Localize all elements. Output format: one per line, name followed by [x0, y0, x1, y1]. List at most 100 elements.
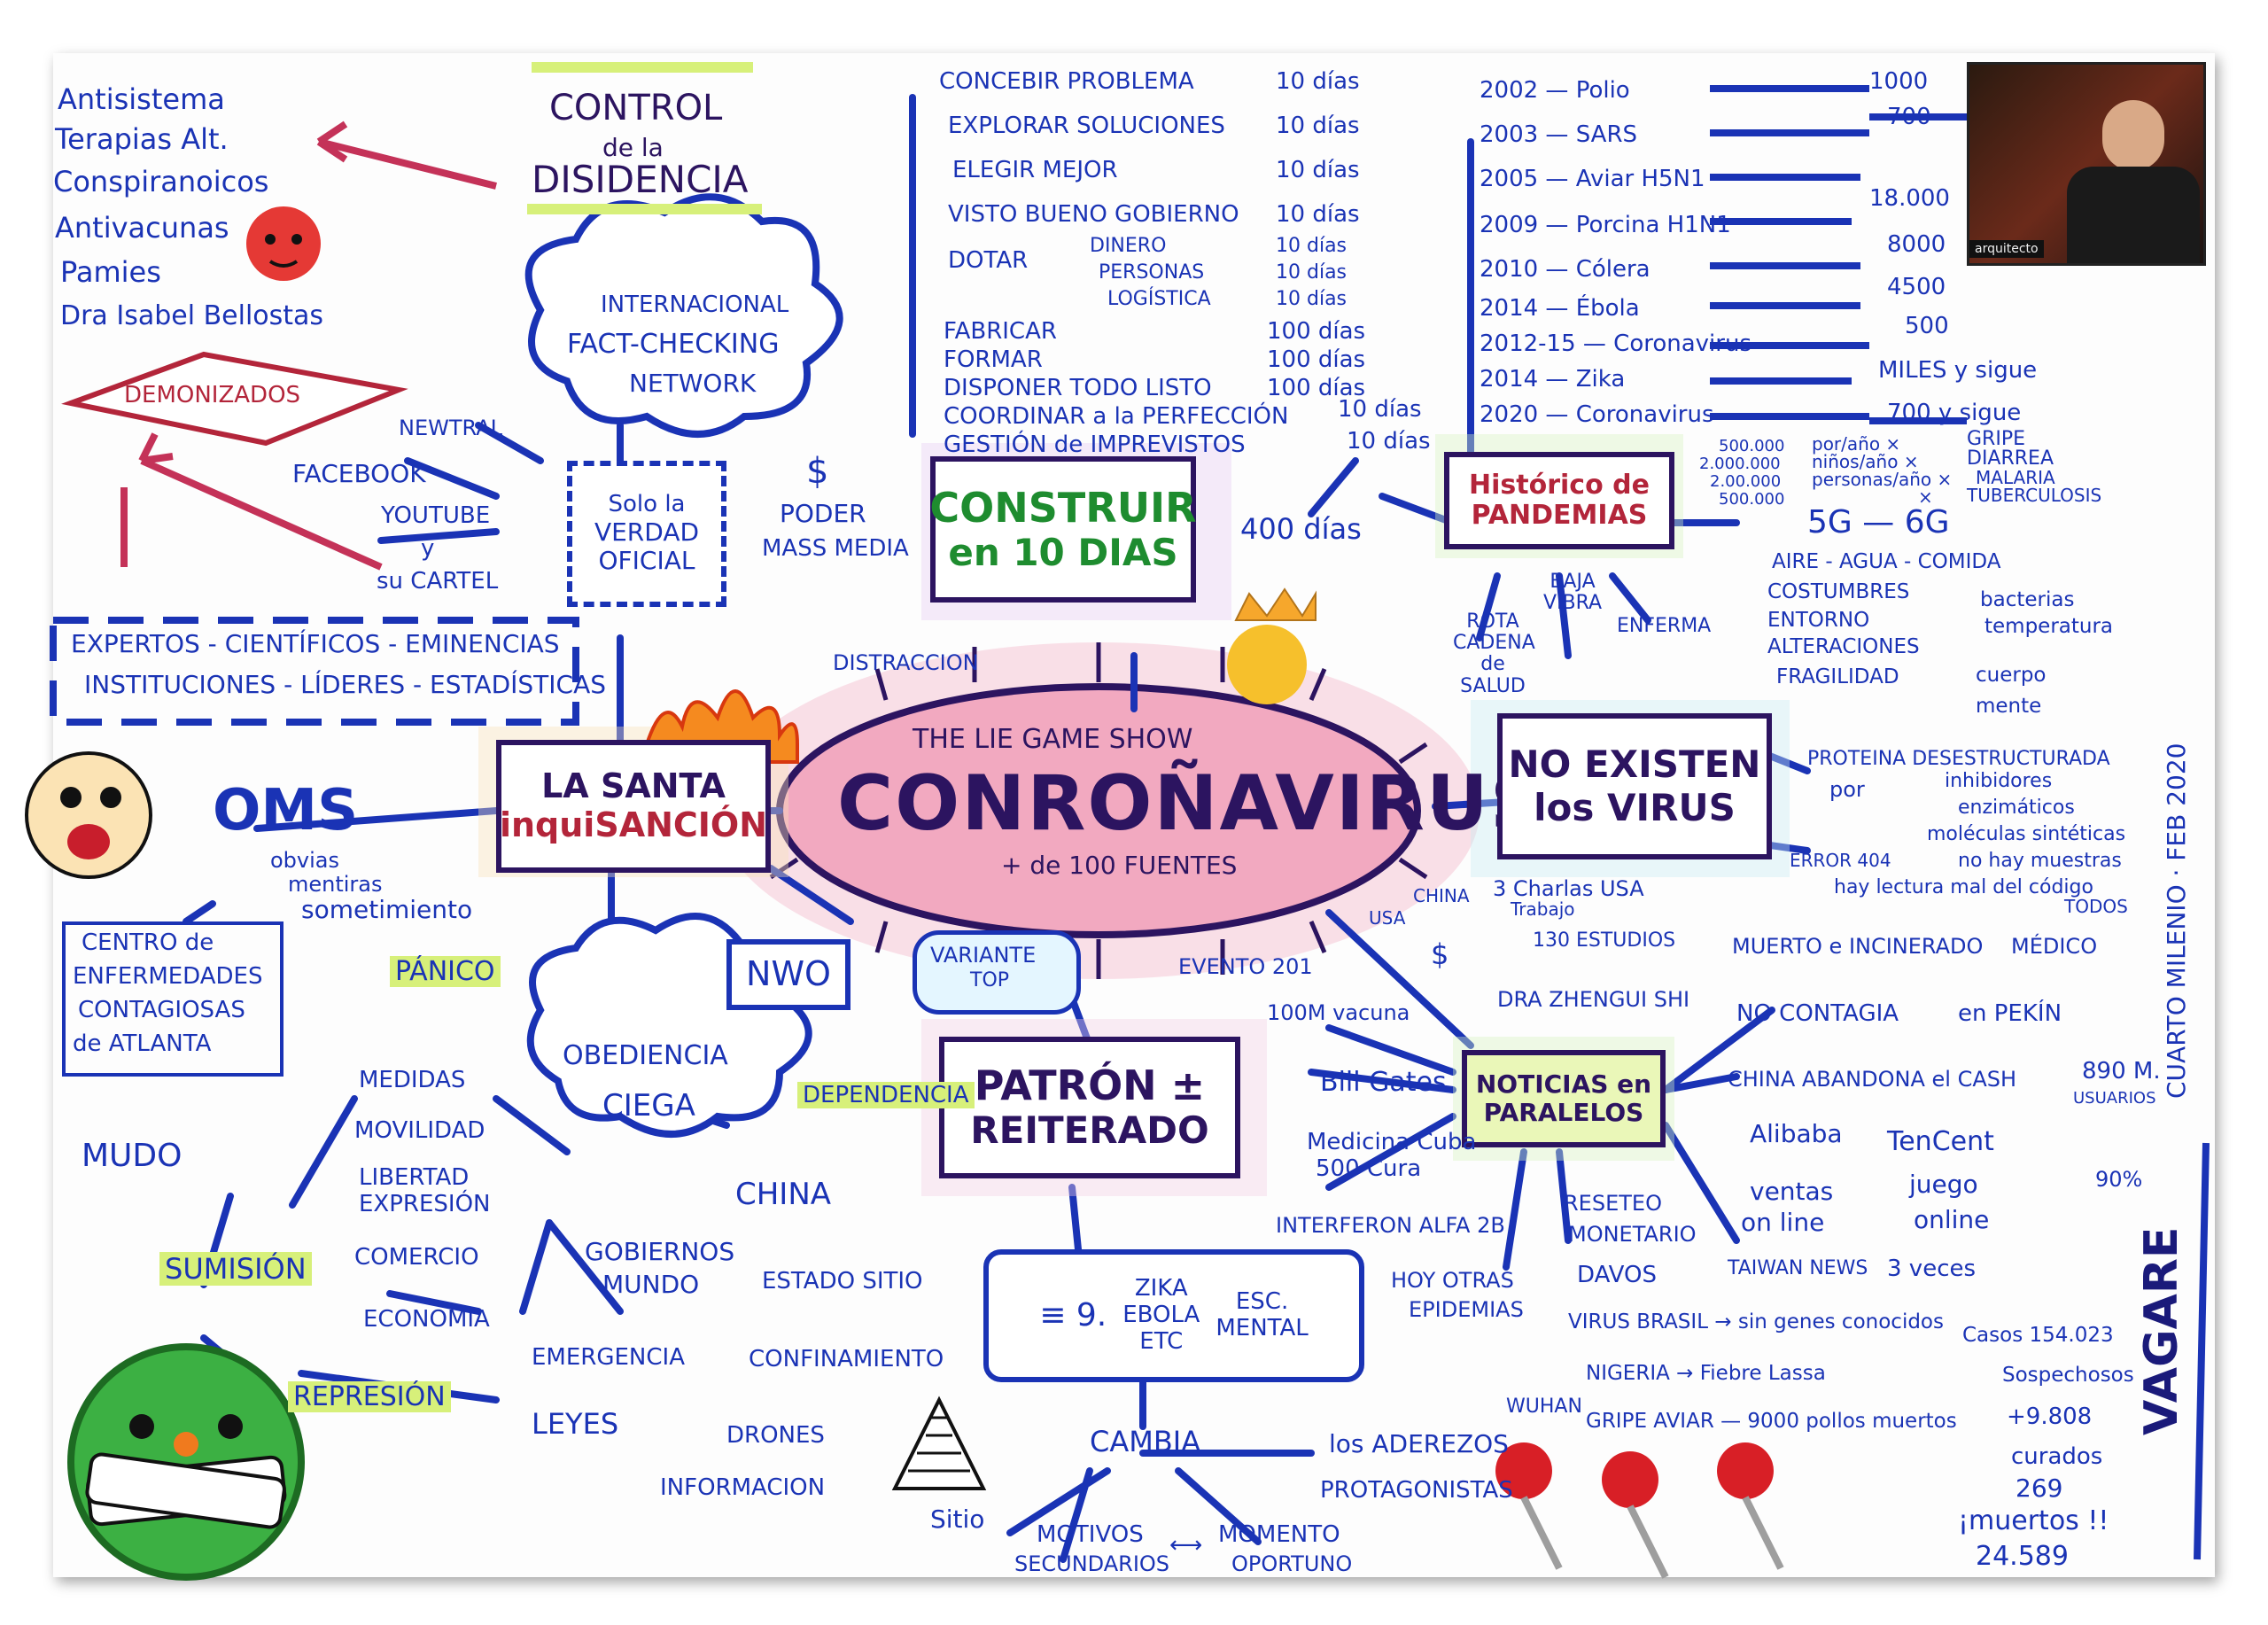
- medida-libertad: LIBERTAD: [359, 1164, 470, 1191]
- alibaba-online: on line: [1741, 1208, 1825, 1237]
- cdc-line2: ENFERMEDADES: [73, 963, 263, 990]
- inhibidores-label: inhibidores: [1945, 770, 2053, 792]
- yearly-num-3: 2.00.000: [1710, 472, 1782, 491]
- center-subtitle-bottom: + de 100 FUENTES: [1001, 851, 1238, 880]
- vacuna-label: 100M vacuna: [1267, 1000, 1410, 1025]
- mass-media-label: MASS MEDIA: [762, 535, 909, 562]
- media-cartel: su CARTEL: [377, 568, 499, 595]
- pandemic-2002-num: 1000: [1869, 68, 1929, 95]
- pandemic-2003: 2003 — SARS: [1480, 121, 1638, 148]
- construir-line1: CONSTRUIR: [929, 483, 1197, 532]
- cdc-box: [62, 921, 284, 1077]
- oms-sometimiento: sometimiento: [301, 895, 473, 924]
- esc-label: ESC.: [1235, 1288, 1289, 1316]
- step-formar: FORMAR: [944, 346, 1043, 373]
- dra-zhengui: DRA ZHENGUI SHI: [1497, 987, 1690, 1012]
- santa-line1: LA SANTA: [541, 766, 726, 806]
- verdad-oficial-box: Solo la VERDAD OFICIAL: [567, 461, 726, 607]
- expertos-line2: INSTITUCIONES - LÍDERES - ESTADÍSTICAS: [84, 670, 607, 699]
- step-dinero-days: 10 días: [1276, 235, 1348, 257]
- medida-medidas: MEDIDAS: [359, 1067, 466, 1093]
- total-days: 400 días: [1240, 512, 1362, 546]
- nwo-box: NWO: [726, 939, 850, 1010]
- cause-fragilidad: FRAGILIDAD: [1776, 665, 1899, 688]
- oms-obvias: obvias: [270, 848, 339, 873]
- drones-label: DRONES: [726, 1422, 825, 1449]
- yearly-col-4: ×: [1918, 486, 1933, 508]
- disease-diarrea: DIARREA: [1967, 447, 2054, 470]
- step-gestion-days: 10 días: [1347, 428, 1431, 455]
- pandemic-2012: 2012-15 — Coronavirus: [1480, 330, 1751, 357]
- pct-label: 90%: [2095, 1167, 2143, 1192]
- step-explorar-days: 10 días: [1276, 113, 1360, 139]
- charlas-line1: 3 Charlas USA: [1493, 876, 1644, 901]
- muertos-num: 24.589: [1976, 1541, 2069, 1572]
- step-disponer: DISPONER TODO LISTO: [944, 375, 1212, 401]
- momento-line2: OPORTUNO: [1231, 1551, 1353, 1576]
- medida-movilidad: MOVILIDAD: [354, 1117, 485, 1144]
- tencent-label: TenCent: [1887, 1126, 1994, 1157]
- person-head: [2102, 100, 2164, 171]
- motivos-line1: MOTIVOS: [1037, 1521, 1144, 1548]
- control-line1: CONTROL: [549, 88, 723, 128]
- fact-line3: NETWORK: [629, 369, 757, 398]
- sospechosos-label: Sospechosos: [2002, 1364, 2134, 1387]
- step-visto: VISTO BUENO GOBIERNO: [948, 201, 1239, 228]
- charlas-line2: Trabajo: [1511, 898, 1575, 920]
- disease-tuberculosis: TUBERCULOSIS: [1967, 485, 2102, 506]
- cambia-label: CAMBIA: [1090, 1425, 1201, 1458]
- fiveg-label: 5G — 6G: [1807, 504, 1950, 540]
- right-temperatura: temperatura: [1984, 615, 2114, 638]
- yearly-col-2: niños/año ×: [1812, 451, 1919, 472]
- enferma-label: ENFERMA: [1617, 615, 1712, 637]
- no-contagia-label: NO CONTAGIA: [1736, 1000, 1899, 1027]
- yearly-num-4: 500.000: [1719, 490, 1785, 509]
- step-formar-days: 100 días: [1267, 346, 1366, 373]
- estado-sitio: ESTADO SITIO: [762, 1268, 923, 1295]
- bill-gates: Bill Gates: [1320, 1067, 1447, 1098]
- construir-line2: en 10 DIAS: [948, 530, 1178, 574]
- alibaba-ventas: ventas: [1750, 1177, 1834, 1206]
- disease-gripe: GRIPE: [1967, 428, 2025, 450]
- tencent-juego: juego: [1909, 1170, 1978, 1199]
- media-youtube: YOUTUBE: [381, 502, 491, 529]
- cause-aire: AIRE - AGUA - COMIDA: [1772, 550, 2001, 573]
- casos-label: Casos 154.023: [1962, 1324, 2114, 1347]
- fact-line1: INTERNACIONAL: [601, 292, 789, 318]
- cause-costumbres: COSTUMBRES: [1767, 580, 1910, 603]
- cash-label: CHINA ABANDONA el CASH: [1728, 1067, 2017, 1092]
- cdc-line1: CENTRO de: [82, 929, 214, 956]
- muerto-label: MUERTO e INCINERADO: [1732, 934, 1984, 959]
- noticias-line1: NOTICIAS en: [1475, 1069, 1652, 1099]
- verdad-line3: OFICIAL: [598, 546, 695, 576]
- step-elegir: ELEGIR MEJOR: [952, 157, 1118, 183]
- zika-item: ZIKA: [1134, 1275, 1188, 1302]
- todos-label: TODOS: [2064, 896, 2128, 917]
- epidemia-brasil: VIRUS BRASIL → sin genes conocidos: [1568, 1310, 1944, 1333]
- left-bellostas: Dra Isabel Bellostas: [60, 300, 324, 331]
- momento-line1: MOMENTO: [1218, 1521, 1340, 1548]
- epidemia-gripe: GRIPE AVIAR — 9000 pollos muertos: [1586, 1410, 1957, 1433]
- protagonistas-label: PROTAGONISTAS: [1320, 1477, 1513, 1504]
- motivos-momento-arrow: ⟷: [1169, 1532, 1203, 1559]
- control-highlight-top: [532, 62, 753, 73]
- distraccion-label: DISTRACCION: [833, 650, 979, 675]
- alibaba-label: Alibaba: [1750, 1119, 1843, 1148]
- taiwan-label: TAIWAN NEWS: [1728, 1257, 1868, 1279]
- right-bacterias: bacterias: [1980, 588, 2075, 611]
- proteina-label: PROTEINA DESESTRUCTURADA: [1807, 748, 2110, 770]
- patron-box: PATRÓN ± REITERADO: [939, 1037, 1240, 1178]
- step-coordinar-days: 10 días: [1338, 396, 1422, 423]
- step-visto-days: 10 días: [1276, 201, 1360, 228]
- step-concebir: CONCEBIR PROBLEMA: [939, 68, 1194, 95]
- pandemic-2009: 2009 — Porcina H1N1: [1480, 212, 1731, 238]
- zika-list: ZIKA EBOLA ETC: [1122, 1275, 1200, 1356]
- step-logistica-days: 10 días: [1276, 288, 1348, 310]
- interferon-label: INTERFERON ALFA 2B: [1276, 1213, 1505, 1238]
- disease-malaria: MALARIA: [1976, 467, 2055, 488]
- variante-cloud: [913, 930, 1081, 1015]
- yearly-col-1: por/año ×: [1812, 433, 1901, 455]
- step-explorar: EXPLORAR SOLUCIONES: [948, 113, 1225, 139]
- verdad-line2: VERDAD: [594, 517, 700, 548]
- esc-mental: ESC. MENTAL: [1216, 1288, 1308, 1342]
